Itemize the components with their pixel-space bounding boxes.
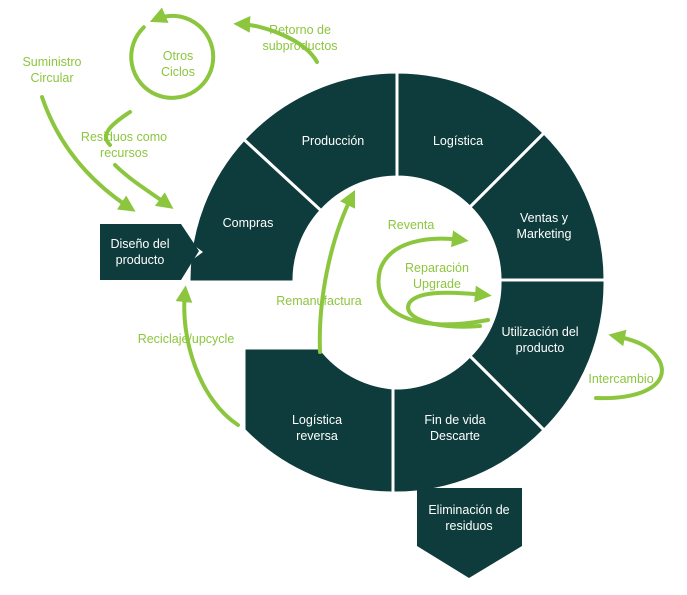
compras-label: Compras [223,216,274,230]
ventas-label-2: Marketing [517,227,572,241]
remanufactura-label: Remanufactura [276,294,362,308]
ring [187,70,607,495]
residuos-arrow-upper [104,110,132,147]
suministro-label-1: Suministro [22,55,81,69]
fin-vida-label-2: Descarte [430,429,480,443]
logistica-label: Logística [433,134,483,148]
residuos-arrow [113,163,174,209]
eliminacion-label-1: Eliminación de [428,503,509,517]
eliminacion-box [417,488,522,578]
residuos-label-2: recursos [100,146,148,160]
retorno-label-2: subproductos [262,39,337,53]
otros-ciclos-ring [129,7,216,100]
reparacion-label-1: Reparación [405,261,469,275]
produccion-label: Producción [302,134,365,148]
reciclaje-label: Reciclaje/upcycle [138,332,235,346]
ventas-label-1: Ventas y [520,211,569,225]
reparacion-label-2: Upgrade [413,277,461,291]
remanufactura-arrow [317,189,356,354]
suministro-arrow [40,95,136,212]
suministro-label-2: Circular [30,71,73,85]
otros-ciclos-label-1: Otros [163,49,194,63]
eliminacion-label-2: residuos [445,519,492,533]
segment-logistica-reversa [242,346,395,495]
logistica-reversa-label-1: Logística [292,413,342,427]
residuos-label-1: Residuos como [81,130,167,144]
diseno-label-2: producto [116,253,165,267]
retorno-label-1: Retorno de [269,23,331,37]
intercambio-label: Intercambio [588,372,653,386]
green-flows [40,7,664,427]
reciclaje-arrow [175,285,240,427]
utilizacion-label-1: Utilización del [501,325,578,339]
reventa-label: Reventa [388,218,435,232]
reparacion-arrow [406,285,492,329]
logistica-reversa-label-2: reversa [296,429,338,443]
utilizacion-label-2: producto [516,341,565,355]
intercambio-arrow [594,329,664,401]
segment-compras [187,137,324,284]
otros-ciclos-label-2: Ciclos [161,65,195,79]
diseno-label-1: Diseño del [110,237,169,251]
fin-vida-label-1: Fin de vida [424,413,485,427]
flow-labels: Otros Ciclos Retorno de subproductos Sum… [22,23,653,386]
segment-labels: Producción Logística Ventas y Marketing … [110,134,578,533]
diseno-box [100,224,199,280]
retorno-arrow [233,16,319,64]
